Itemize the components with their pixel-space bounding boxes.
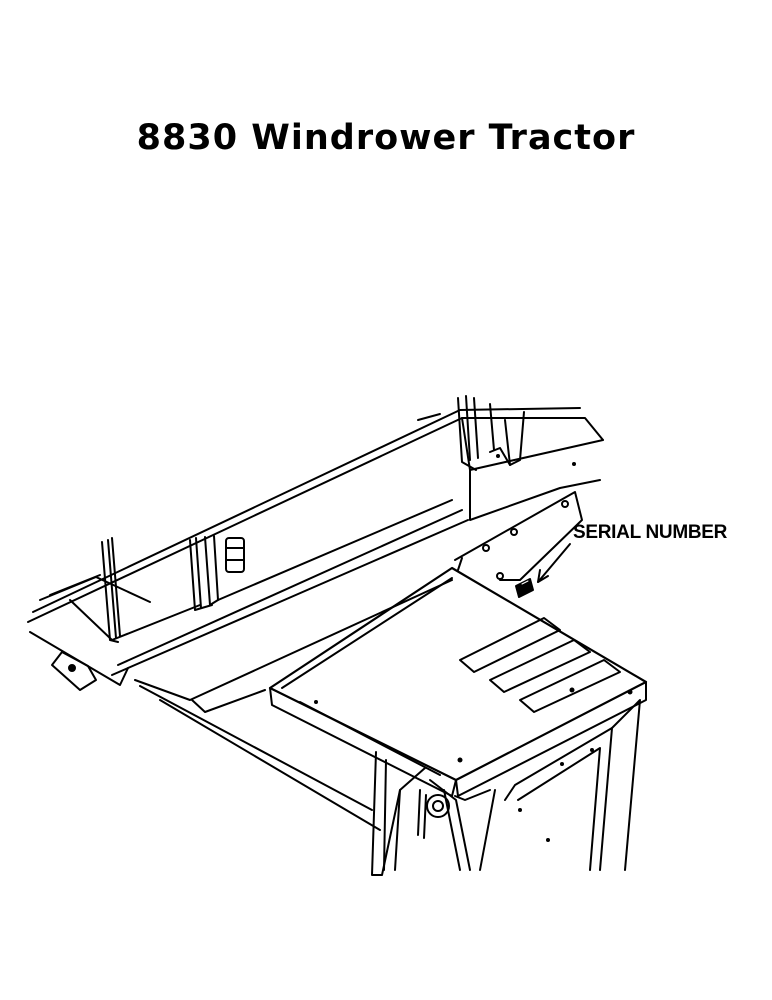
bolt-hole — [68, 664, 76, 672]
serial-number-arrow — [537, 543, 571, 583]
page-title: 8830 Windrower Tractor — [136, 118, 636, 158]
console-cover — [268, 566, 648, 797]
panel-details — [496, 454, 594, 842]
serial-number-label: SERIAL NUMBER — [573, 522, 728, 543]
support-legs — [371, 699, 641, 876]
bracket-left — [51, 651, 97, 691]
tractor-platform-illustration — [27, 395, 648, 876]
pivot-pin — [417, 789, 450, 839]
console-screws — [314, 687, 633, 763]
hinge-left — [225, 537, 245, 573]
window-frame-right — [417, 395, 525, 471]
serial-number-tag — [515, 578, 534, 598]
floor-plate — [134, 579, 453, 831]
serial-plate-bracket — [454, 491, 583, 581]
window-frame-left — [69, 499, 453, 643]
vent-slots — [459, 617, 621, 713]
